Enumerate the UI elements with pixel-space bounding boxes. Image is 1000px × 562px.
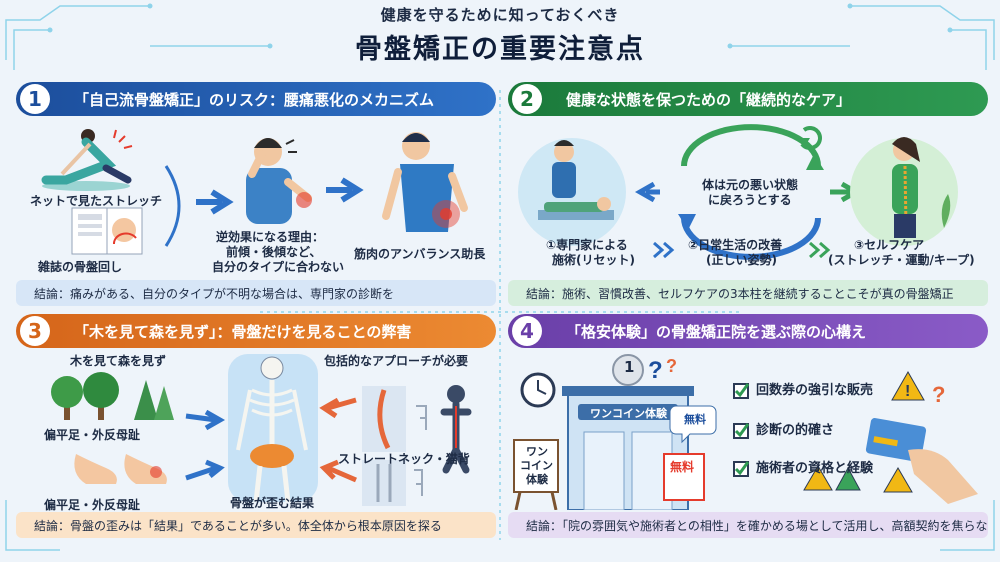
bracket-icon (164, 165, 181, 247)
poster-icon (663, 453, 705, 501)
panel-3-illustration (51, 354, 472, 506)
panel-whole-body-view: 3 「木を見て森を見ず」：骨盤だけを見ることの弊害 (16, 314, 496, 546)
panel-1-illustration (41, 129, 468, 255)
page-title: 骨盤矯正の重要注意点 (355, 34, 645, 65)
cycle-text-line-2: に戻ろうとする (708, 193, 792, 207)
check-item-forced-coupons: 回数券の強引な販売 (756, 383, 874, 398)
panel-4-illustration: ? ? ! ? (513, 354, 978, 510)
arrow-right-icon (185, 459, 225, 481)
check-item-diagnosis: 診断の的確さ (756, 423, 835, 438)
step-1-line-2: 施術(リセット) (552, 253, 635, 267)
panel-4-title-bar: 4 「格安体験」の骨盤矯正院を選ぶ際の心構え (508, 314, 988, 348)
panel-2-illustration (518, 124, 958, 260)
board-text-line-3: 体験 (526, 473, 548, 486)
svg-text:!: ! (905, 383, 910, 400)
panel-budget-trial: 4 「格安体験」の骨盤矯正院を選ぶ際の心構え ? ? (508, 314, 988, 546)
panel-1-conclusion: 結論：痛みがある、自分のタイプが不明な場合は、専門家の診断を (16, 280, 496, 306)
reason-line-3: 自分のタイプに合わない (212, 260, 345, 274)
speech-bubble-icon (669, 405, 717, 444)
label-muscle-imbalance: 筋肉のアンバランス助長 (354, 247, 486, 261)
shop-sign-text: ワンコイン体験 (590, 407, 667, 420)
clinic-building-icon (562, 386, 694, 510)
arrow-right-icon (196, 189, 234, 215)
panel-2-title: 健康な状態を保つための「継続的なケア」 (566, 90, 852, 109)
svg-text:?: ? (666, 356, 677, 376)
page-subtitle: 健康を守るために知っておくべき (380, 6, 620, 24)
header: 健康を守るために知っておくべき 骨盤矯正の重要注意点 (0, 4, 1000, 66)
checkbox-icon (733, 423, 750, 439)
label-net-stretch: ネットで見たストレッチ (30, 194, 163, 208)
good-posture-person-icon (850, 137, 958, 246)
stretching-person-icon (41, 129, 133, 191)
back-pain-person-icon (382, 132, 468, 232)
label-magazine-pelvis: 雑誌の骨盤回し (38, 260, 123, 274)
label-pelvis-result: 骨盤が歪む結果 (230, 496, 315, 510)
panel-1-number: 1 (20, 84, 50, 114)
double-chevron-icon (809, 241, 831, 259)
panel-4-conclusion: 結論：「院の雰囲気や施術者との相性」を確かめる場として活用し、高額契約を焦らない (508, 512, 988, 538)
reason-line-1: 逆効果になる理由： (216, 230, 325, 244)
step-1-line-1: ①専門家による (546, 238, 628, 252)
panel-3-conclusion: 結論：骨盤の歪みは「結果」であることが多い。体全体から根本原因を探る (16, 512, 496, 538)
skeleton-icon (228, 354, 318, 503)
magazine-icon (71, 207, 143, 255)
clock-icon (520, 372, 556, 408)
question-mark-icon: ? (932, 382, 945, 407)
panel-4-title: 「格安体験」の骨盤矯正院を選ぶ際の心構え (566, 322, 867, 341)
panel-4-number: 4 (512, 316, 542, 346)
panel-self-correction-risk: 1 「自己流骨盤矯正」のリスク：腰痛悪化のメカニズム (16, 82, 496, 314)
step-3-line-1: ③セルフケア (854, 238, 925, 252)
headache-person-icon (246, 138, 312, 224)
forest-icon (51, 372, 174, 420)
panel-continuous-care: 2 健康な状態を保つための「継続的なケア」 (508, 82, 988, 314)
spine-icon (362, 386, 406, 506)
svg-text:?: ? (648, 357, 663, 384)
step-3-line-2: (ストレッチ・運動/キープ) (828, 253, 975, 267)
sign-board-icon (513, 439, 559, 510)
label-flat-feet-2: 偏平足・外反母趾 (44, 498, 141, 512)
posture-body-icon (414, 385, 472, 496)
arrow-left-icon (319, 459, 357, 483)
check-item-qualification: 施術者の資格と経験 (756, 461, 874, 476)
label-forest-trees: 木を見て森を見ず (70, 354, 167, 368)
panel-3-title: 「木を見て森を見ず」：骨盤だけを見ることの弊害 (74, 322, 412, 341)
question-mark-icon: ? ? (648, 356, 677, 384)
arrow-left-icon (319, 397, 357, 419)
label-holistic-approach: 包括的なアプローチが必要 (324, 354, 469, 368)
checkbox-icon (733, 383, 750, 399)
therapist-treatment-icon (518, 138, 626, 246)
step-2-line-2: (正しい姿勢) (706, 253, 777, 267)
board-text-line-2: コイン (520, 459, 553, 472)
free-poster-text: 無料 (670, 460, 695, 474)
reason-line-2: 前傾・後傾など、 (226, 245, 322, 259)
panel-3-number: 3 (20, 316, 50, 346)
free-bubble-text: 無料 (684, 413, 706, 426)
coin-icon (612, 354, 644, 386)
coin-number: 1 (624, 358, 635, 376)
double-chevron-icon (653, 241, 675, 259)
checkbox-icon (733, 461, 750, 477)
warning-icon: ! (891, 370, 925, 401)
label-straight-neck: ストレートネック・猫背 (338, 452, 470, 466)
board-text-line-1: ワン (526, 445, 548, 458)
cycle-text-line-1: 体は元の悪い状態 (702, 178, 799, 192)
panel-2-conclusion: 結論：施術、習慣改善、セルフケアの3本柱を継続することこそが真の骨盤矯正 (508, 280, 988, 306)
panel-1-title: 「自己流骨盤矯正」のリスク：腰痛悪化のメカニズム (74, 90, 435, 109)
feet-icon (74, 454, 167, 484)
panel-1-title-bar: 1 「自己流骨盤矯正」のリスク：腰痛悪化のメカニズム (16, 82, 496, 116)
credit-card-hand-icon (865, 418, 978, 504)
refresh-icon (798, 126, 822, 150)
panel-2-number: 2 (512, 84, 542, 114)
panel-2-title-bar: 2 健康な状態を保つための「継続的なケア」 (508, 82, 988, 116)
warning-icon (803, 465, 913, 493)
panel-3-title-bar: 3 「木を見て森を見ず」：骨盤だけを見ることの弊害 (16, 314, 496, 348)
step-2-line-1: ②日常生活の改善 (688, 238, 783, 252)
arrow-right-icon (185, 409, 226, 431)
arrow-right-icon (326, 177, 364, 203)
label-flat-feet-1: 偏平足・外反母趾 (44, 428, 141, 442)
